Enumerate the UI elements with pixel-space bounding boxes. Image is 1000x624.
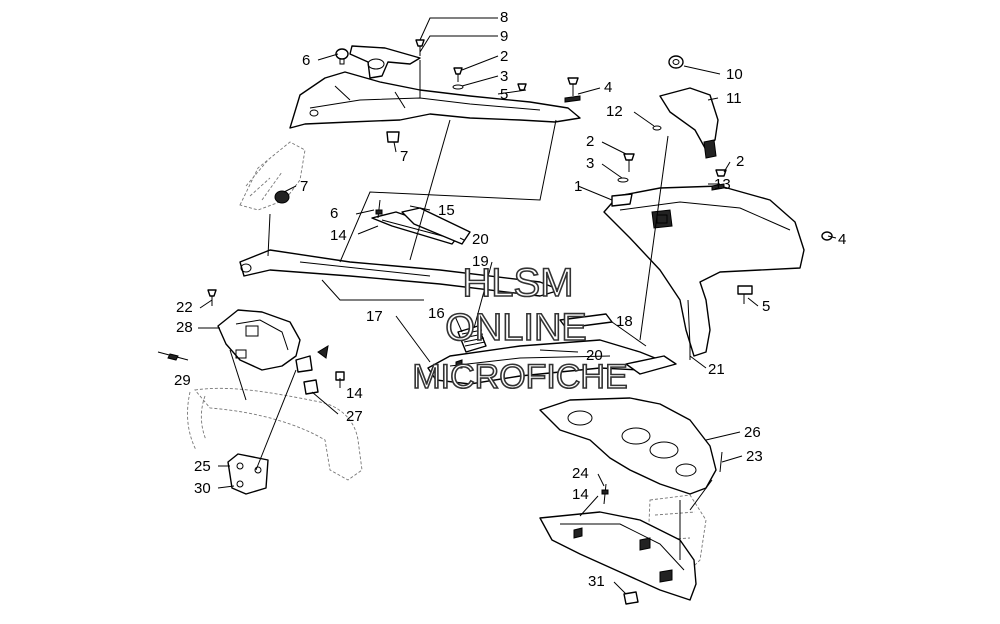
callout-30: 30	[194, 480, 211, 497]
watermark-line-2: ONLINE	[445, 307, 586, 349]
pin-14c	[601, 483, 609, 505]
screws-top	[415, 39, 581, 103]
cup-holder-top	[349, 45, 421, 79]
callout-14: 14	[330, 227, 347, 244]
callout-4: 4	[604, 79, 612, 96]
skid-plate-25	[539, 511, 697, 601]
callout-20: 20	[472, 231, 489, 248]
fastener-6a	[335, 48, 349, 65]
clip-26b	[623, 591, 639, 605]
console-body-right	[603, 185, 805, 357]
bracket-19	[401, 207, 471, 245]
clip-17	[457, 325, 487, 353]
screw-27	[335, 371, 345, 381]
callout-22: 22	[176, 299, 193, 316]
console-cover-left	[289, 71, 581, 129]
callout-10: 10	[726, 66, 743, 83]
callout-14: 14	[572, 486, 589, 503]
callout-26: 26	[744, 424, 761, 441]
callout-29: 29	[174, 372, 191, 389]
watermark-line-3: MICROFICHE	[412, 358, 627, 396]
screws-right	[617, 153, 833, 304]
callout-3: 3	[586, 155, 594, 172]
callout-7: 7	[400, 148, 408, 165]
callout-12: 12	[606, 103, 623, 120]
plug-7a	[386, 131, 400, 143]
callout-3: 3	[500, 68, 508, 85]
callout-2: 2	[586, 133, 594, 150]
callout-6: 6	[330, 205, 338, 222]
callout-15: 15	[438, 202, 455, 219]
callout-28: 28	[176, 319, 193, 336]
callout-8: 8	[500, 9, 508, 26]
callout-2: 2	[736, 153, 744, 170]
screw-28	[207, 289, 217, 306]
pin-14a	[375, 199, 383, 219]
pin-14b	[157, 351, 189, 361]
chassis-outline-left	[187, 141, 363, 481]
callout-23: 23	[746, 448, 763, 465]
callout-9: 9	[500, 28, 508, 45]
callout-14: 14	[346, 385, 363, 402]
pin-24	[719, 451, 723, 473]
callout-1: 1	[574, 178, 582, 195]
callout-18: 18	[616, 313, 633, 330]
callout-21: 21	[708, 361, 725, 378]
bracket-29	[217, 309, 329, 373]
callout-25: 25	[194, 458, 211, 475]
callout-24: 24	[572, 465, 589, 482]
bracket-16-upper	[239, 249, 561, 297]
watermark-line-1: HLSM	[462, 261, 573, 305]
plate-30	[227, 453, 269, 495]
plug-7b	[274, 190, 290, 204]
leader-lines	[198, 17, 837, 595]
callout-6: 6	[302, 52, 310, 69]
washer-12	[652, 125, 662, 131]
knob-10	[668, 55, 684, 69]
clip-26a	[303, 379, 319, 395]
callout-5: 5	[500, 86, 508, 103]
watermark: HLSM ONLINE MICROFICHE	[412, 260, 629, 397]
callout-20: 20	[586, 347, 603, 364]
callout-13: 13	[714, 176, 731, 193]
callout-19: 19	[472, 253, 489, 270]
callout-17: 17	[366, 308, 383, 325]
callout-7: 7	[300, 178, 308, 195]
plate-22	[625, 346, 691, 375]
callout-4: 4	[838, 231, 846, 248]
bracket-23	[539, 397, 717, 495]
callout-5: 5	[762, 298, 770, 315]
callout-11: 11	[726, 90, 742, 107]
callout-31: 31	[588, 573, 605, 590]
callout-27: 27	[346, 408, 363, 425]
cover-11	[659, 87, 719, 159]
callout-2: 2	[500, 48, 508, 65]
callout-16: 16	[428, 305, 445, 322]
